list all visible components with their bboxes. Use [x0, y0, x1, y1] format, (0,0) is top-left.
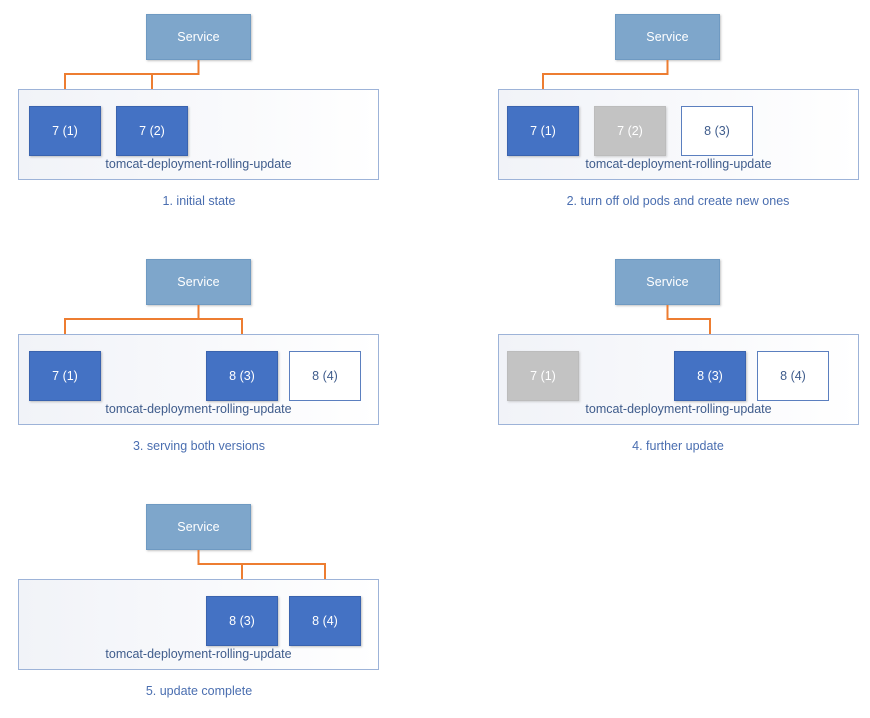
pod-box: 8 (4) — [757, 351, 829, 401]
pod-label: 8 (3) — [229, 369, 255, 383]
panel-caption: 5. update complete — [145, 684, 253, 698]
service-box: Service — [146, 14, 251, 60]
pod-label: 8 (3) — [229, 614, 255, 628]
deployment-name-label: tomcat-deployment-rolling-update — [105, 157, 292, 171]
service-label: Service — [177, 274, 220, 289]
panel-further-update: Service tomcat-deployment-rolling-update… — [435, 245, 870, 465]
pod-box: 8 (3) — [681, 106, 753, 156]
panel-update-complete: Service tomcat-deployment-rolling-update… — [0, 490, 435, 718]
pod-label: 7 (1) — [530, 369, 556, 383]
pod-label: 7 (2) — [139, 124, 165, 138]
deployment-name-label: tomcat-deployment-rolling-update — [585, 402, 772, 416]
service-box: Service — [146, 259, 251, 305]
pod-box: 8 (4) — [289, 351, 361, 401]
panel-initial-state: Service tomcat-deployment-rolling-update… — [0, 0, 435, 220]
pod-label: 8 (3) — [704, 124, 730, 138]
service-box: Service — [615, 14, 720, 60]
pod-label: 8 (3) — [697, 369, 723, 383]
pod-label: 8 (4) — [780, 369, 806, 383]
pod-label: 8 (4) — [312, 614, 338, 628]
pod-box: 8 (3) — [674, 351, 746, 401]
panel-serving-both-versions: Service tomcat-deployment-rolling-update… — [0, 245, 435, 465]
service-box: Service — [615, 259, 720, 305]
pod-box: 7 (2) — [594, 106, 666, 156]
pod-label: 7 (1) — [530, 124, 556, 138]
pod-label: 8 (4) — [312, 369, 338, 383]
pod-label: 7 (1) — [52, 124, 78, 138]
pod-box: 7 (1) — [507, 351, 579, 401]
pod-box: 8 (4) — [289, 596, 361, 646]
pod-label: 7 (2) — [617, 124, 643, 138]
service-label: Service — [177, 519, 220, 534]
panel-caption: 4. further update — [632, 439, 724, 453]
pod-box: 7 (1) — [29, 351, 101, 401]
panel-caption: 1. initial state — [162, 194, 236, 208]
pod-box: 7 (2) — [116, 106, 188, 156]
deployment-container: tomcat-deployment-rolling-update — [18, 579, 379, 670]
pod-label: 7 (1) — [52, 369, 78, 383]
pod-box: 7 (1) — [29, 106, 101, 156]
panel-caption: 3. serving both versions — [132, 439, 265, 453]
pod-box: 8 (3) — [206, 596, 278, 646]
service-label: Service — [646, 274, 689, 289]
deployment-name-label: tomcat-deployment-rolling-update — [585, 157, 772, 171]
panel-turn-off-old-pods: Service tomcat-deployment-rolling-update… — [435, 0, 870, 220]
service-label: Service — [177, 29, 220, 44]
pod-box: 7 (1) — [507, 106, 579, 156]
deployment-name-label: tomcat-deployment-rolling-update — [105, 402, 292, 416]
service-box: Service — [146, 504, 251, 550]
panel-caption: 2. turn off old pods and create new ones — [566, 194, 790, 208]
service-label: Service — [646, 29, 689, 44]
deployment-name-label: tomcat-deployment-rolling-update — [105, 647, 292, 661]
pod-box: 8 (3) — [206, 351, 278, 401]
